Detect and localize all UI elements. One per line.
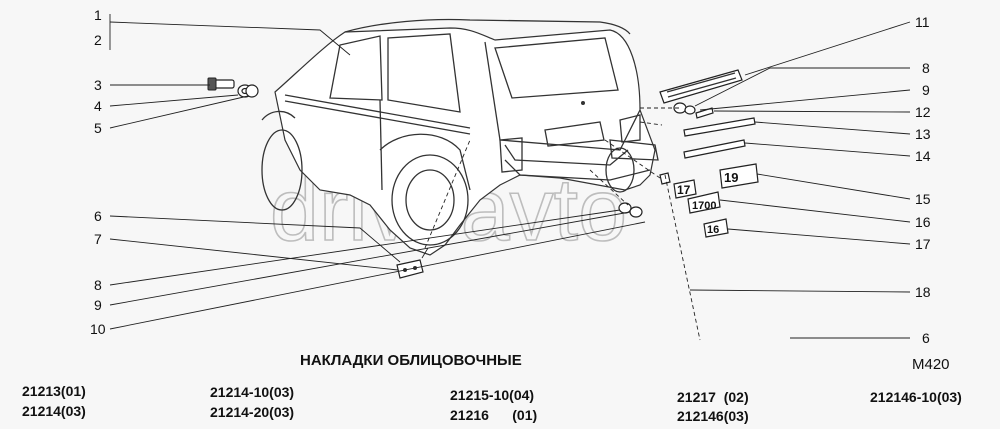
rear-handle-dot (581, 101, 585, 105)
callout-17: 17 (915, 236, 931, 252)
car-illustration (261, 18, 659, 256)
leader-lines (109, 14, 911, 341)
callout-6: 6 (94, 208, 102, 224)
bolt-part-3 (207, 77, 235, 91)
model-col4-line1: 21217 (02) (677, 389, 749, 405)
model-col2-line1: 21214-10(03) (210, 384, 295, 400)
callout-9-right: 9 (922, 82, 930, 98)
callout-15: 15 (915, 191, 931, 207)
callout-11: 11 (915, 14, 930, 30)
callout-10: 10 (90, 321, 106, 337)
badge-17-text: 17 (677, 183, 691, 197)
model-col2-line2: 21214-20(03) (210, 404, 295, 420)
callouts-left: 1 2 3 4 5 6 7 8 9 10 (90, 7, 106, 337)
callout-8-right: 8 (922, 60, 930, 76)
callout-9: 9 (94, 297, 102, 313)
diagram-code: М420 (912, 356, 950, 373)
diagram-title: НАКЛАДКИ ОБЛИЦОВОЧНЫЕ (300, 352, 522, 369)
nut-part-9-right (684, 105, 696, 115)
model-col1-line2: 21214(03) (22, 403, 86, 419)
callout-18: 18 (915, 284, 931, 300)
callout-16: 16 (915, 214, 931, 230)
model-col4-line2: 212146(03) (677, 408, 749, 424)
washer-part-8-bumper (629, 206, 643, 218)
callout-1: 1 (94, 7, 102, 23)
model-col3-line1: 21215-10(04) (450, 387, 535, 403)
callout-4: 4 (94, 98, 102, 114)
callout-13: 13 (915, 126, 931, 142)
badge-16-text: 16 (707, 224, 719, 236)
clip-part-18 (659, 172, 671, 185)
spoiler-part-11 (659, 69, 743, 104)
nut-part-5 (245, 84, 259, 98)
badge-17: 17 (673, 179, 697, 199)
strip-part-13 (683, 117, 756, 137)
callout-7: 7 (94, 231, 102, 247)
model-col3-line2: 21216 (01) (450, 407, 538, 423)
model-col5-line1: 212146-10(03) (870, 389, 962, 405)
callout-2: 2 (94, 32, 102, 48)
callouts-right: 11 8 9 12 13 14 15 16 17 18 6 (915, 14, 931, 346)
callout-3: 3 (94, 77, 102, 93)
nut-part-9-bumper (618, 202, 632, 214)
callout-5: 5 (94, 120, 102, 136)
strip-part-14 (683, 139, 746, 159)
callout-12: 12 (915, 104, 931, 120)
callout-6-right: 6 (922, 330, 930, 346)
badge-1700-text: 1700 (692, 200, 716, 212)
badge-16: 16 (703, 218, 729, 238)
badge-19-text: 19 (724, 170, 738, 185)
callout-14: 14 (915, 148, 931, 164)
callout-8: 8 (94, 277, 102, 293)
badge-1700: 1700 (687, 191, 721, 214)
badge-19: 19 (719, 163, 759, 189)
model-col1-line1: 21213(01) (22, 383, 86, 399)
